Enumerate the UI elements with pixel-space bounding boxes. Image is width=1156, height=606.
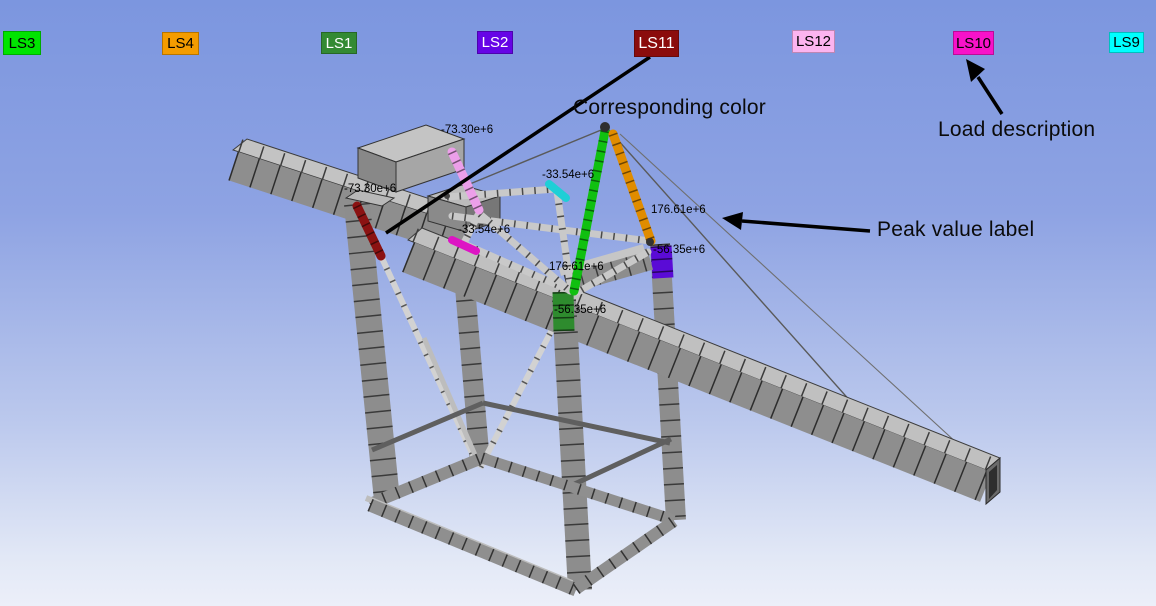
upper-truss-tubes bbox=[443, 185, 654, 296]
annotation-load-description: Load description bbox=[938, 118, 1096, 141]
ls11-color-pointer-line bbox=[385, 55, 651, 235]
legend-chip-ls4: LS4 bbox=[162, 32, 199, 55]
annotation-corresponding-color: Corresponding color bbox=[573, 96, 766, 119]
peak-value-label-2: -33.54e+6 bbox=[542, 169, 595, 181]
peak-value-label-0: -73.30e+6 bbox=[441, 124, 494, 136]
peak-arrow-head bbox=[722, 212, 743, 230]
cyan-member bbox=[545, 180, 570, 202]
stay-cables bbox=[447, 127, 984, 468]
load-arrow-head bbox=[966, 59, 985, 82]
callout-graphics bbox=[385, 55, 1004, 235]
peak-arrow-shaft bbox=[741, 219, 871, 233]
annotation-peak-value-label: Peak value label bbox=[877, 218, 1035, 241]
legend-chip-ls12: LS12 bbox=[792, 30, 835, 53]
left-column bbox=[344, 189, 400, 502]
legend-chip-ls3: LS3 bbox=[3, 31, 41, 55]
magenta-member bbox=[448, 236, 480, 255]
peak-value-label-4: 176.61e+6 bbox=[651, 204, 706, 216]
legend-chip-ls10: LS10 bbox=[953, 31, 994, 55]
portal-sills bbox=[364, 400, 678, 597]
right-front-column bbox=[552, 291, 592, 591]
peak-value-label-3: -33.54e+6 bbox=[458, 224, 511, 236]
violet-member bbox=[650, 245, 674, 279]
peak-value-label-5: -56.35e+6 bbox=[653, 244, 706, 256]
legend-chip-ls9: LS9 bbox=[1109, 32, 1144, 53]
peak-value-label-6: 176.61e+6 bbox=[549, 261, 604, 273]
forest-green-member bbox=[552, 291, 575, 332]
legend-chip-ls1: LS1 bbox=[321, 32, 357, 54]
dark-red-member bbox=[352, 201, 386, 261]
peak-value-label-1: -73.30e+6 bbox=[344, 183, 397, 195]
portal-braces bbox=[378, 254, 559, 470]
machinery-house bbox=[356, 124, 466, 193]
colored-members bbox=[352, 122, 656, 296]
legend-chip-ls2: LS2 bbox=[477, 31, 513, 54]
main-boom-girder bbox=[402, 227, 1001, 506]
orange-member bbox=[608, 129, 656, 246]
legend-chip-ls11: LS11 bbox=[634, 30, 679, 57]
peak-value-label-7: -56.35e+6 bbox=[554, 304, 607, 316]
load-arrow-shaft bbox=[976, 76, 1004, 115]
